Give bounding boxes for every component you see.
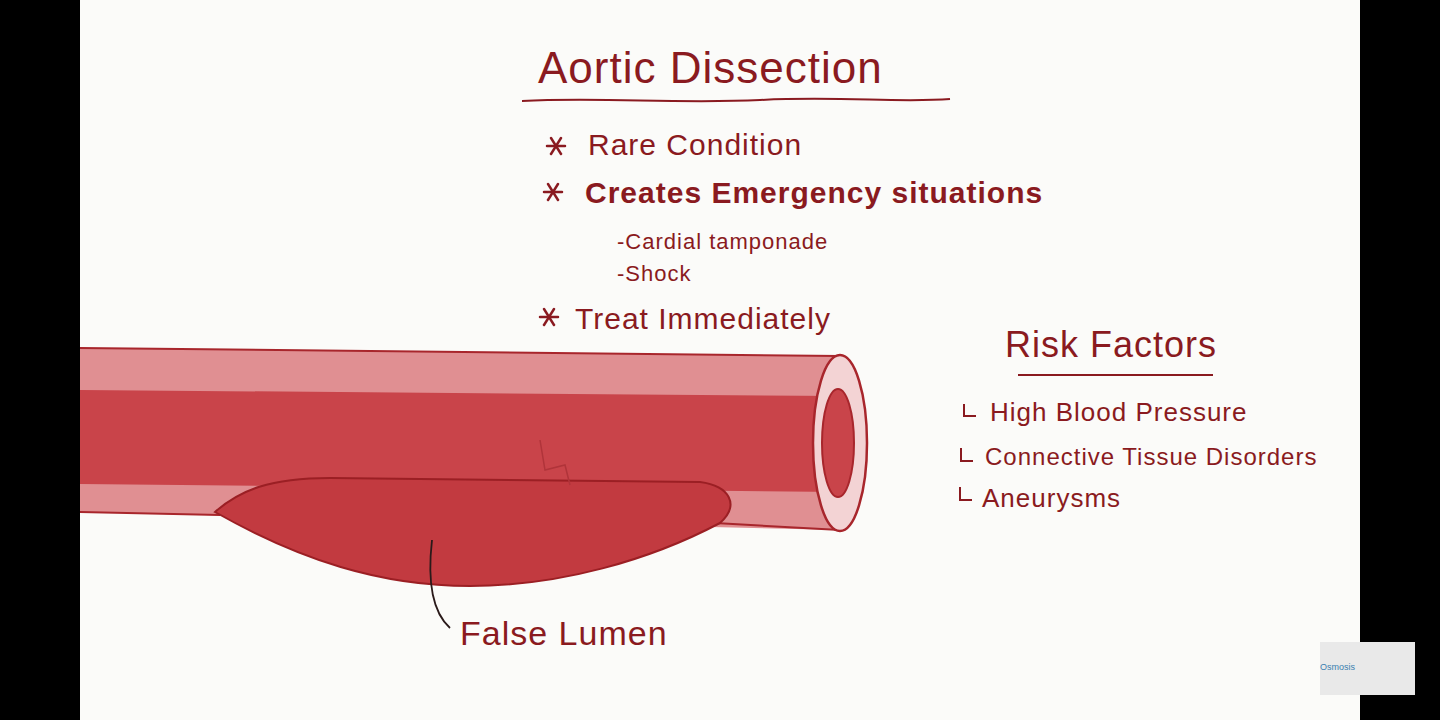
callout-label: False Lumen [460,615,668,652]
bullet-asterisks [540,138,565,325]
watermark: Osmosis [1320,663,1355,673]
section-heading: Risk Factors [1005,325,1217,365]
watermark-box [1320,642,1415,695]
heading-underline [1018,374,1213,376]
sub-bullet: -Shock [617,262,691,286]
risk-factor: Connective Tissue Disorders [985,444,1317,470]
risk-factor: High Blood Pressure [990,398,1247,427]
title: Aortic Dissection [538,44,883,92]
bullet-text: Rare Condition [588,128,802,161]
leader-line [430,540,450,628]
bullet-text: Creates Emergency situations [585,176,1043,209]
title-underline [522,99,950,102]
bullet-text: Treat Immediately [575,302,831,335]
sub-bullet: -Cardial tamponade [617,230,828,254]
aorta-illustration [80,348,867,586]
risk-factor: Aneurysms [982,484,1121,513]
list-ticks [960,404,976,500]
